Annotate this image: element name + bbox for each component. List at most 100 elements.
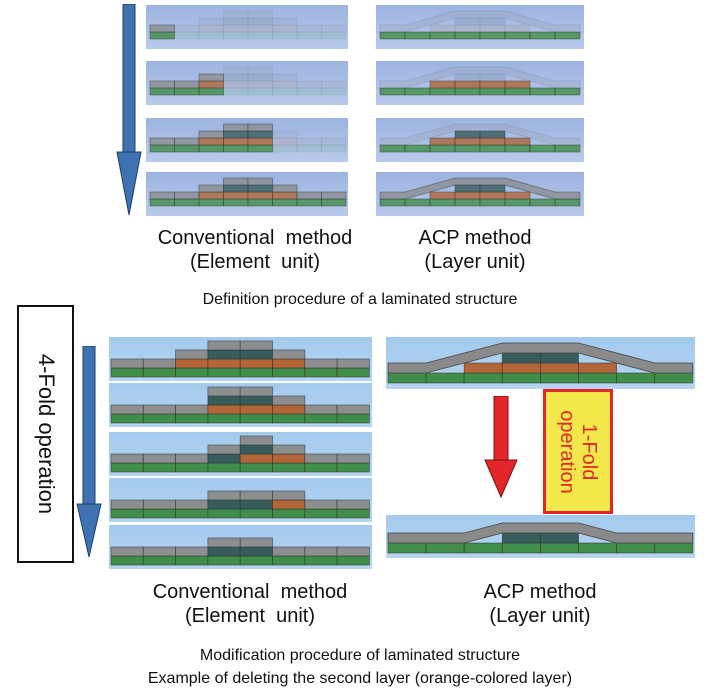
conventional-definition-step-4 (146, 172, 348, 216)
laminate-element (175, 349, 209, 360)
laminate-element (223, 73, 249, 82)
laminate-element (223, 144, 249, 153)
acp-definition-step-2 (376, 61, 584, 105)
green-layer-cell (425, 542, 465, 554)
laminate-element (239, 340, 273, 351)
laminate-element (149, 87, 175, 96)
laminate-element (110, 462, 144, 473)
laminate-element (247, 24, 273, 33)
dark-layer-cell (501, 532, 541, 544)
green-layer-cell (654, 542, 694, 554)
laminate-element (321, 24, 347, 33)
orange-layer-cell (479, 191, 506, 200)
laminate-element (296, 24, 322, 33)
laminate-element (304, 404, 338, 415)
acp-definition-step-4 (376, 172, 584, 216)
laminate-element (110, 508, 144, 519)
laminate-element (207, 453, 241, 464)
laminate-element (272, 349, 306, 360)
laminate-element (321, 137, 347, 146)
laminate-element (149, 137, 175, 146)
laminate-element (239, 444, 273, 455)
laminate-element (142, 546, 176, 557)
dark-layer-cell (454, 130, 481, 139)
orange-layer-cell (504, 24, 531, 33)
laminate-element (336, 358, 370, 369)
laminate-element (296, 144, 322, 153)
laminate-element (198, 31, 224, 40)
bottom-left-process-arrow (76, 346, 102, 558)
laminate-element (296, 80, 322, 89)
laminate-element (272, 453, 306, 464)
dark-layer-cell (454, 17, 481, 26)
green-layer-cell (463, 372, 503, 384)
laminate-element (142, 499, 176, 510)
laminate-element (207, 386, 241, 397)
green-layer-cell (379, 87, 406, 96)
panel-background (376, 5, 584, 49)
conventional-definition-step-3 (146, 118, 348, 162)
laminate-element (304, 367, 338, 378)
green-layer-cell (554, 144, 581, 153)
orange-layer-cell (454, 191, 481, 200)
laminate-element (149, 198, 175, 207)
laminate-element (272, 87, 298, 96)
acp-modification-after (386, 515, 695, 558)
laminate-element (247, 10, 273, 19)
laminate-element (174, 137, 200, 146)
green-layer-cell (616, 542, 656, 554)
laminate-element (110, 555, 144, 566)
green-layer-cell (554, 87, 581, 96)
four-fold-operation-text: 4-Fold operation (33, 353, 59, 515)
orange-layer-cell (429, 137, 456, 146)
laminate-element (239, 386, 273, 397)
dark-layer-cell (479, 184, 506, 193)
green-layer-cell (554, 31, 581, 40)
green-layer-cell (404, 144, 431, 153)
laminate-element (198, 184, 224, 193)
laminate-element (142, 508, 176, 519)
laminate-element (247, 144, 273, 153)
laminate-element (247, 130, 273, 139)
conventional-modification-step-2 (109, 383, 372, 427)
laminate-element (304, 358, 338, 369)
green-layer-cell (578, 372, 617, 384)
bottom-right-caption-line1: ACP method (483, 581, 597, 603)
conventional-modification-step-5 (109, 525, 372, 569)
orange-layer-cell (504, 137, 531, 146)
laminate-element (247, 17, 273, 26)
laminate-element (175, 367, 209, 378)
laminate-element (272, 395, 306, 406)
laminate-element (175, 453, 209, 464)
top-left-caption: Conventional method (Element unit) (130, 226, 380, 274)
laminate-element (142, 367, 176, 378)
one-fold-operation-text: 1-Fold operation (556, 410, 600, 493)
laminate-element (223, 10, 249, 19)
bottom-right-caption: ACP method (Layer unit) (440, 580, 640, 628)
laminate-element (207, 413, 241, 424)
laminate-element (272, 444, 306, 455)
laminate-element (223, 31, 249, 40)
green-layer-cell (654, 372, 694, 384)
laminate-element (272, 198, 298, 207)
top-right-caption: ACP method (Layer unit) (375, 226, 575, 274)
laminate-element (239, 435, 273, 446)
green-layer-cell (529, 31, 556, 40)
orange-layer-cell (504, 191, 531, 200)
laminate-element (247, 87, 273, 96)
laminate-element (175, 499, 209, 510)
grey-cover-layer (379, 177, 581, 200)
green-layer-cell (379, 198, 406, 207)
grey-cover-layer (387, 342, 694, 374)
laminate-element (223, 66, 249, 75)
laminate-element (149, 31, 175, 40)
top-section-title: Definition procedure of a laminated stru… (202, 291, 518, 308)
laminate-element (336, 367, 370, 378)
green-layer-cell (425, 372, 465, 384)
green-layer-cell (539, 372, 579, 384)
laminate-element (239, 546, 273, 557)
bottom-left-caption: Conventional method (Element unit) (120, 580, 380, 628)
laminate-element (142, 404, 176, 415)
laminate-element (239, 395, 273, 406)
green-layer-cell (404, 87, 431, 96)
